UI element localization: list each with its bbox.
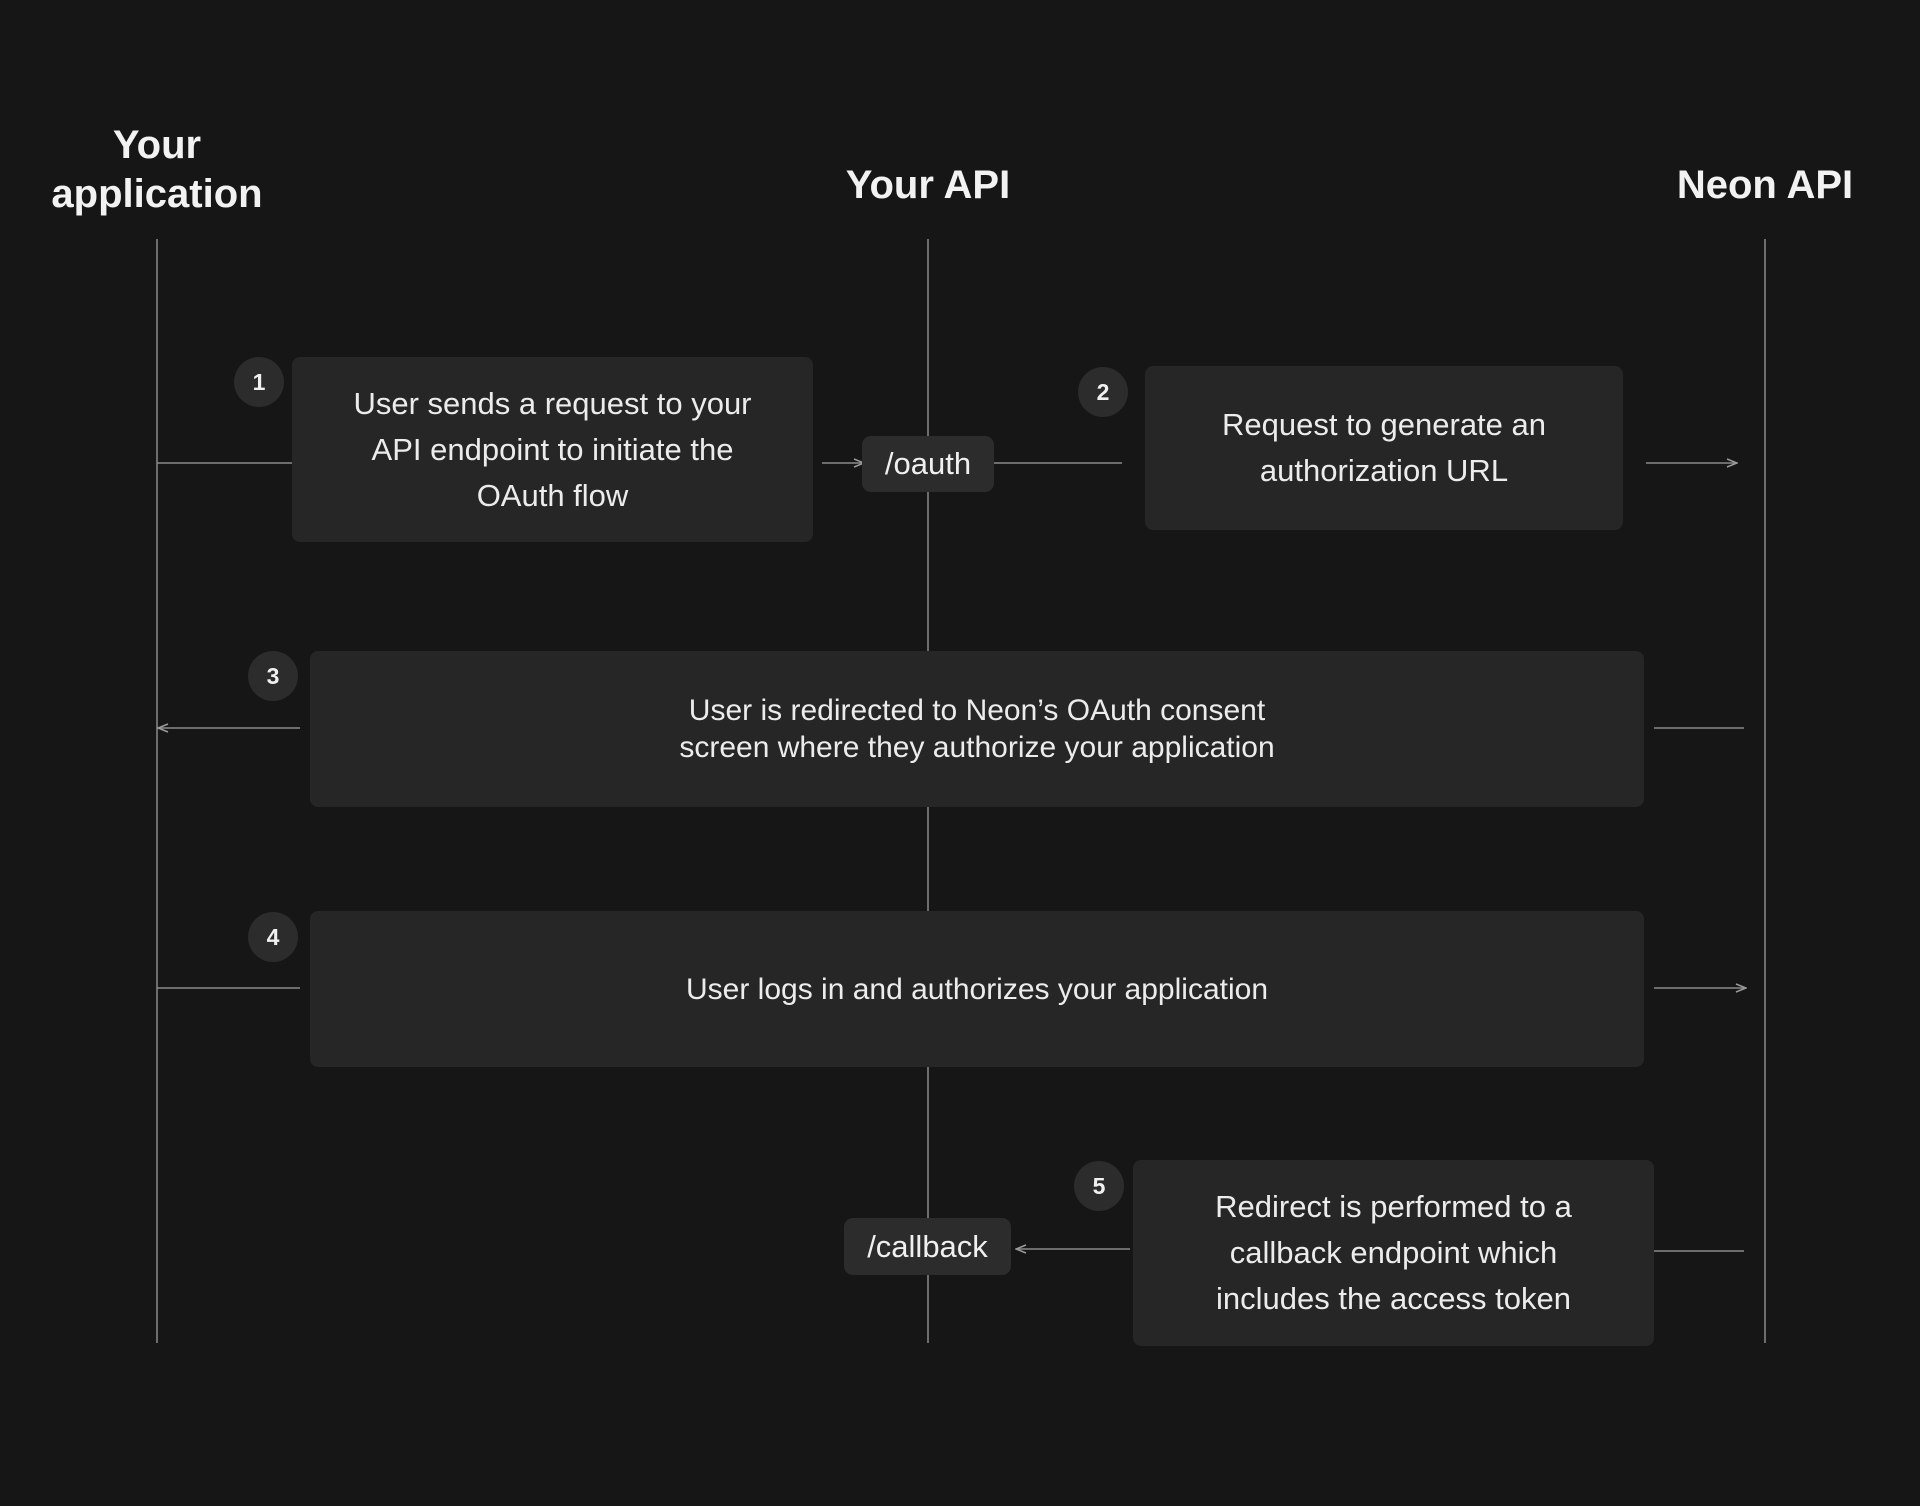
callback-endpoint: /callback — [844, 1218, 1011, 1275]
lane-title-your-application: Your application — [51, 123, 263, 216]
step-4-badge: 4 — [248, 912, 298, 962]
step-5-card: Redirect is performed to a callback endp… — [1133, 1160, 1654, 1346]
step-4-card: User logs in and authorizes your applica… — [310, 911, 1644, 1067]
step-3-card: User is redirected to Neon’s OAuth conse… — [310, 651, 1644, 807]
step-1-text: User sends a request to your API endpoin… — [353, 385, 752, 513]
step-1-badge: 1 — [234, 357, 284, 407]
lane-title-your-api: Your API — [845, 163, 1011, 207]
lane-title-neon-api: Neon API — [1676, 163, 1854, 207]
step-2-text: Request to generate an authorization URL — [1221, 407, 1547, 488]
step-1-card: User sends a request to your API endpoin… — [292, 357, 813, 542]
step-5-text: Redirect is performed to a callback endp… — [1215, 1189, 1572, 1316]
step-3-badge: 3 — [248, 651, 298, 701]
step-2-badge: 2 — [1078, 367, 1128, 417]
step-5-badge: 5 — [1074, 1161, 1124, 1211]
step-4-text: User logs in and authorizes your applica… — [686, 972, 1268, 1006]
step-3-text: User is redirected to Neon’s OAuth conse… — [679, 694, 1275, 764]
step-2-card: Request to generate an authorization URL — [1145, 366, 1623, 530]
oauth-endpoint: /oauth — [862, 436, 994, 492]
